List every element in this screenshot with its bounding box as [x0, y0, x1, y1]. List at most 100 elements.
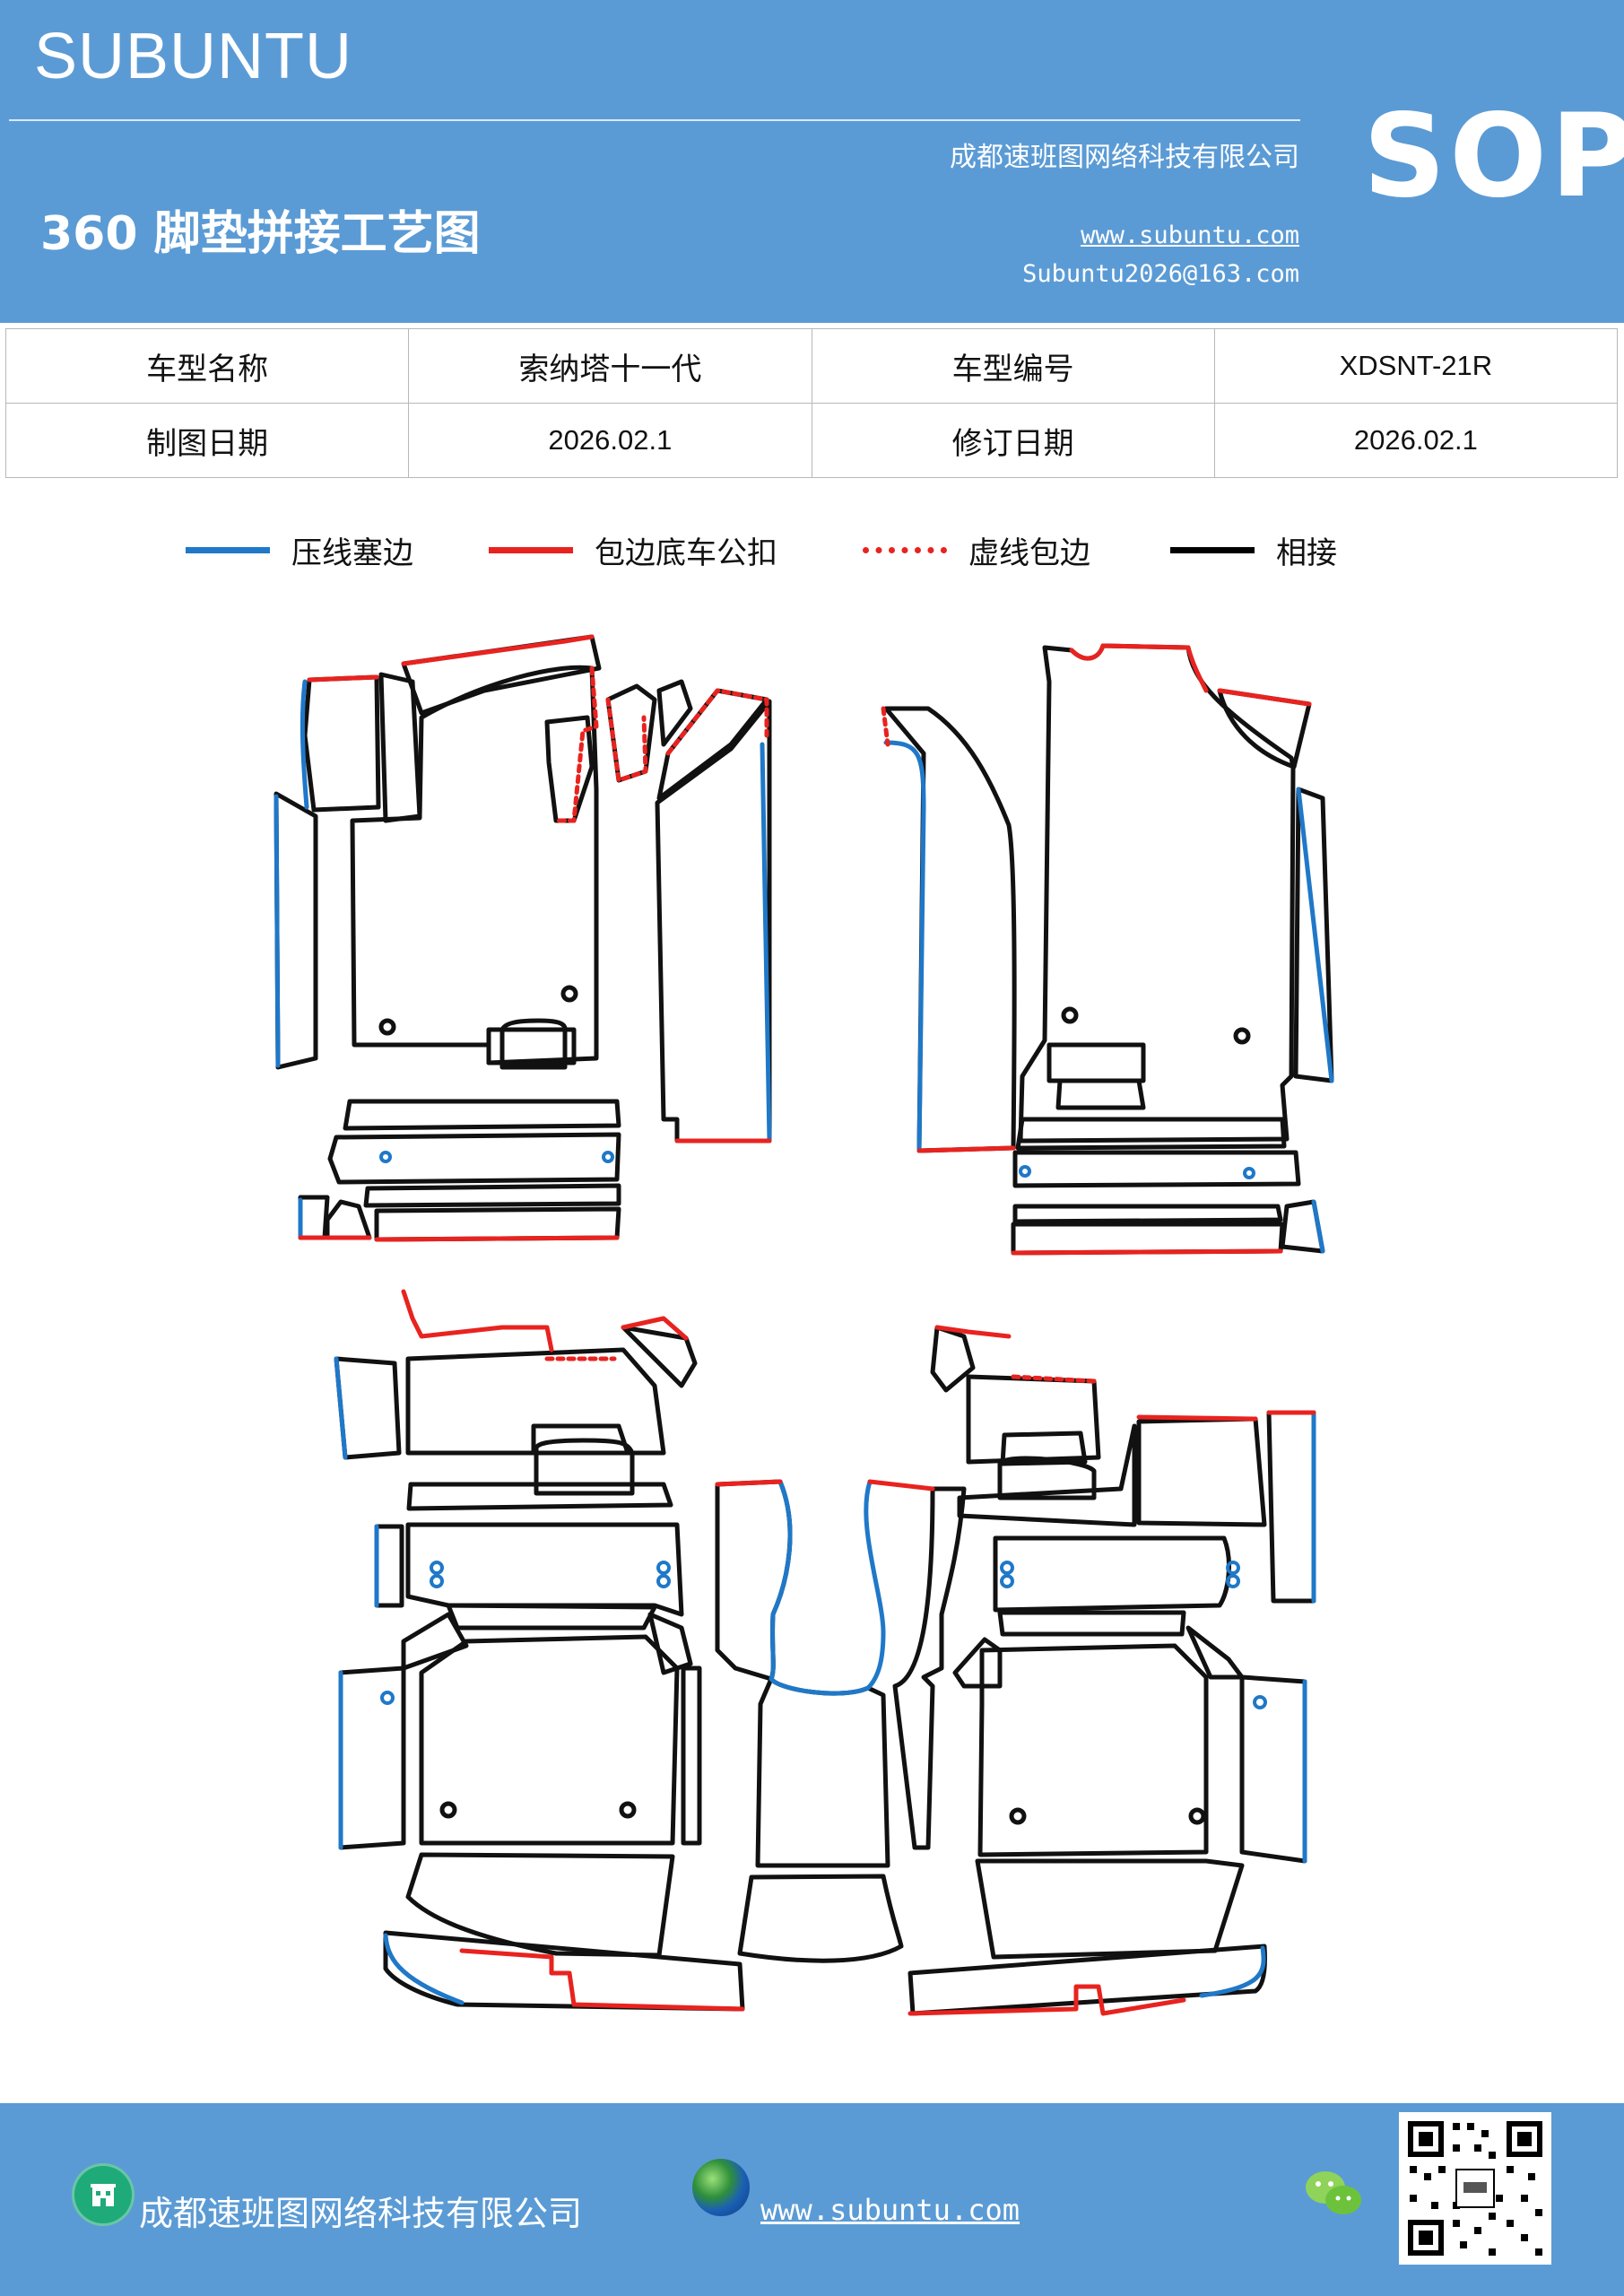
clip-hole: [1233, 1027, 1251, 1045]
legend-item-join: 相接: [1170, 518, 1337, 581]
blue-edges: [274, 679, 1334, 2005]
footer-website-link[interactable]: www.subuntu.com: [760, 2193, 1020, 2227]
mat-piece: [737, 1874, 904, 1963]
red-dotted-edges: [544, 665, 1097, 1384]
legend-item-press-line: 压线塞边: [186, 518, 413, 581]
mat-piece: [930, 1325, 976, 1393]
legend-label: 相接: [1276, 535, 1337, 571]
table-row: 车型名称 索纳塔十一代 车型编号 XDSNT-21R: [4, 328, 1619, 404]
mat-piece: [338, 1665, 406, 1850]
footer-banner: 成都速班图网络科技有限公司 www.subuntu.com: [0, 2103, 1624, 2296]
mat-piece: [997, 1456, 1097, 1500]
value-model-code: XDSNT-21R: [1213, 328, 1619, 404]
mat-piece: [499, 1018, 568, 1070]
value-revision-date: 2026.02.1: [1213, 403, 1619, 478]
mat-piece: [374, 1524, 404, 1608]
edge-legend: 压线塞边 包边底车公扣 虚线包边 相接: [0, 518, 1624, 581]
legend-swatch-blue: [186, 546, 270, 553]
mat-piece: [892, 1486, 967, 1850]
mat-piece: [405, 1522, 684, 1617]
mat-piece: [446, 1603, 657, 1631]
mat-piece: [1046, 1042, 1146, 1083]
mat-piece: [1018, 643, 1296, 1144]
company-name: 成都速班图网络科技有限公司: [950, 142, 1299, 173]
mat-piece: [1217, 688, 1312, 770]
mat-piece: [1000, 1431, 1088, 1466]
mat-piece: [274, 791, 318, 1070]
red-edges: [298, 634, 1316, 2016]
mat-piece: [325, 1199, 372, 1240]
label-drawing-date: 制图日期: [4, 403, 410, 478]
mat-piece: [715, 1479, 793, 1682]
clip-hole: [619, 1801, 637, 1819]
mat-piece: [1136, 1416, 1267, 1527]
mat-piece: [531, 1423, 630, 1456]
wechat-icon[interactable]: [1302, 2166, 1365, 2220]
legend-swatch-red: [489, 546, 573, 553]
mat-piece: [966, 1374, 1101, 1465]
mat-piece: [1055, 1078, 1146, 1110]
mat-piece: [655, 699, 772, 1144]
mat-piece: [302, 674, 381, 813]
clip-hole: [439, 1801, 457, 1819]
mat-piece: [656, 679, 693, 747]
table-row: 制图日期 2026.02.1 修订日期 2026.02.1: [4, 403, 1619, 478]
mat-piece: [1015, 1117, 1287, 1151]
mat-piece: [544, 715, 595, 823]
mat-piece: [327, 1132, 621, 1185]
legend-swatch-black: [1170, 546, 1255, 553]
mat-piece: [1239, 1674, 1307, 1864]
mat-piece: [401, 1612, 469, 1671]
mat-piece: [975, 1858, 1245, 1960]
mat-piece: [755, 1676, 890, 1868]
mat-piece: [1012, 1150, 1301, 1188]
brand-logo-text: SUBUNTU: [34, 21, 353, 92]
email-address: Subuntu2026@163.com: [1022, 260, 1299, 288]
mat-piece: [298, 1195, 330, 1240]
mat-piece: [406, 1482, 673, 1511]
mat-piece: [883, 706, 1017, 1153]
clip-hole: [1061, 1006, 1079, 1024]
legend-label: 虚线包边: [968, 535, 1090, 571]
legend-label: 压线塞边: [291, 535, 413, 571]
clip-hole: [560, 985, 578, 1003]
legend-item-edge-buckle: 包边底车公扣: [489, 518, 777, 581]
mat-outlines: [274, 634, 1334, 2016]
mat-piece: [997, 1610, 1186, 1637]
legend-item-dotted-edge: 虚线包边: [863, 518, 1090, 581]
mat-piece: [957, 1423, 1137, 1527]
mat-piece: [374, 1206, 621, 1242]
mat-piece: [1011, 1222, 1285, 1256]
value-drawing-date: 2026.02.1: [408, 403, 812, 478]
header-banner: SUBUNTU SOP 成都速班图网络科技有限公司 360 脚垫拼接工艺图 ww…: [0, 0, 1624, 323]
floor-mat-diagram: [274, 634, 1334, 2016]
mat-piece: [419, 1634, 680, 1846]
mat-piece: [534, 1438, 635, 1496]
mat-piece: [977, 1643, 1209, 1857]
clip-hole: [1009, 1807, 1027, 1825]
mat-piece: [621, 1325, 698, 1388]
mat-piece: [486, 1027, 577, 1065]
clip-hole: [378, 1018, 396, 1036]
mat-piece: [405, 1852, 675, 1958]
mat-piece: [383, 1930, 745, 2012]
mat-piece: [993, 1535, 1231, 1613]
mat-piece: [952, 1637, 1003, 1689]
mat-piece: [343, 1099, 621, 1131]
mat-piece: [1012, 1204, 1283, 1224]
footer-company-name: 成都速班图网络科技有限公司: [139, 2194, 583, 2233]
clip-hole: [1188, 1807, 1206, 1825]
label-model-code: 车型编号: [811, 328, 1215, 404]
mat-piece: [363, 1183, 621, 1208]
label-model-name: 车型名称: [4, 328, 410, 404]
sop-label: SOP: [1363, 90, 1624, 223]
legend-label: 包边底车公扣: [595, 535, 777, 571]
mat-piece: [681, 1665, 702, 1846]
website-link[interactable]: www.subuntu.com: [1081, 222, 1299, 249]
vehicle-info-table: 车型名称 索纳塔十一代 车型编号 XDSNT-21R 制图日期 2026.02.…: [4, 328, 1619, 478]
header-divider: [9, 119, 1300, 121]
globe-icon: [692, 2159, 750, 2216]
legend-swatch-red-dotted: [863, 546, 947, 553]
value-model-name: 索纳塔十一代: [408, 328, 812, 404]
mat-piece: [350, 665, 599, 1065]
